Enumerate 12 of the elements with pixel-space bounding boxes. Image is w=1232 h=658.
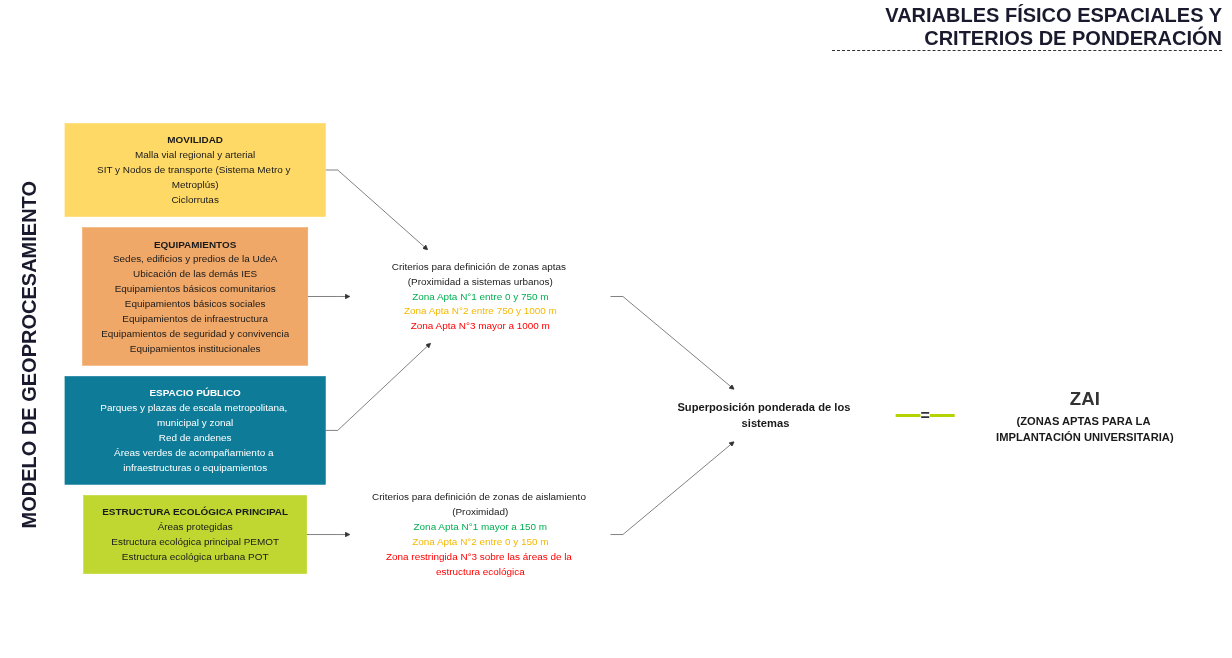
node-text: ZAI (ZONAS APTAS PARA LA IMPLANTACIÓN UNIVERSITARIA) (996, 388, 1174, 444)
node-box: MOVILIDAD Malla vial regional y arterial SIT y Nodos de transporte (Sistema Metro y Metroplús) Ciclorrutas (64, 123, 326, 217)
node-box: ESTRUCTURA ECOLÓGICA PRINCIPAL Áreas protegidas Estructura ecológica principal PEMOT Estructura ecológica urbana POT (83, 495, 307, 574)
side-heading: MODELO DE GEOPROCESAMIENTO (17, 181, 41, 529)
connector (895, 413, 955, 418)
edge-label: = (920, 405, 930, 425)
node-box: ESPACIO PÚBLICO Parques y plazas de escala metropolitana, municipal y zonal Red de andenes Áreas verdes de acompañamiento a infraestructuras o equipamientos (64, 376, 326, 485)
node-text: Criterios para definición de zonas de aislamiento (Proximidad) Zona Apta N°1 mayor a 150 m Zona Apta N°2 entre 0 y 150 m Zona restringida N°3 sobre las áreas de la estructura ecológica (371, 491, 586, 577)
node-box: EQUIPAMIENTOS Sedes, edificios y predios de la UdeA Ubicación de las demás IES Equipamientos básicos comunitarios Equipamientos básicos sociales Equipamientos de infraestructura Equipamientos de seguridad y convivencia Equipamientos institucionales (82, 227, 309, 366)
node-text: Superposición ponderada de los sistemas (677, 400, 851, 430)
title: VARIABLES FÍSICO ESPACIALES Y CRITERIOS DE PONDERACIÓN (832, 4, 1222, 51)
node-text: Criterios para definición de zonas aptas (Proximidad a sistemas urbanos) Zona Apta N°1 entre 0 y 750 m Zona Apta N°2 entre 750 y 1000 m Zona Apta N°3 mayor a 1000 m (391, 261, 567, 332)
